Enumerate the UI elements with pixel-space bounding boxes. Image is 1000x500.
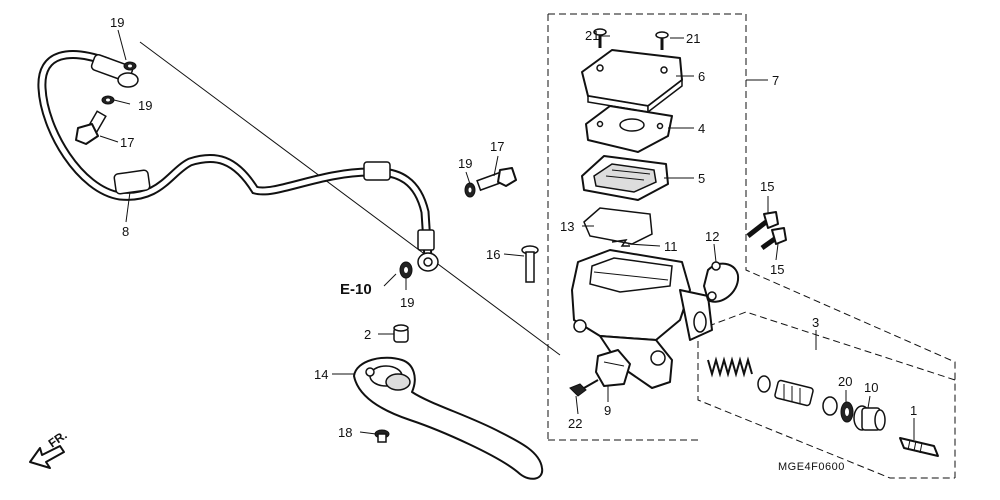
cap-screw-left — [593, 28, 607, 48]
callout-4: 4 — [698, 121, 705, 136]
callout-6: 6 — [698, 69, 705, 84]
washer-19a — [123, 61, 137, 71]
cap-screw-right — [655, 31, 669, 50]
callout-20: 20 — [838, 374, 852, 389]
callout-13: 13 — [560, 219, 574, 234]
callout-21: 21 — [585, 28, 599, 43]
callout-5: 5 — [698, 171, 705, 186]
master-cylinder-holder — [703, 261, 740, 303]
washer-19d — [399, 261, 413, 279]
callout-19: 19 — [110, 15, 124, 30]
diaphragm — [581, 155, 669, 201]
spring — [707, 356, 753, 378]
callout-15: 15 — [760, 179, 774, 194]
piston — [774, 379, 814, 407]
leader-lines — [99, 29, 915, 440]
callout-19: 19 — [400, 295, 414, 310]
callout-10: 10 — [864, 380, 878, 395]
callout-16: 16 — [486, 247, 500, 262]
clutch-switch — [595, 349, 631, 387]
forward-arrow-icon — [29, 445, 65, 469]
holder-bolt-lower — [760, 227, 787, 251]
master-cylinder-assembly-box — [547, 13, 956, 478]
washer-19b — [101, 95, 115, 105]
piston-set-box — [697, 311, 956, 479]
clutch-hose — [37, 50, 439, 272]
callout-19: 19 — [138, 98, 152, 113]
callout-14: 14 — [314, 367, 328, 382]
diaphragm-plate — [585, 105, 673, 153]
callout-17: 17 — [490, 139, 504, 154]
callout-12: 12 — [705, 229, 719, 244]
boot — [853, 405, 886, 431]
reference-line — [139, 41, 561, 356]
banjo-bolt-right — [476, 167, 517, 192]
piston-cup — [757, 375, 771, 393]
clutch-lever — [353, 356, 544, 480]
callout-17: 17 — [120, 135, 134, 150]
callout-21: 21 — [686, 31, 700, 46]
catalog-code: MGE4F0600 — [778, 461, 845, 473]
callout-8: 8 — [122, 224, 129, 239]
callout-3: 3 — [812, 315, 819, 330]
callout-19: 19 — [458, 156, 472, 171]
switch-screw — [569, 379, 599, 397]
callout-15: 15 — [770, 262, 784, 277]
piston-seal — [822, 396, 838, 416]
push-rod — [899, 437, 939, 457]
callout-2: 2 — [364, 327, 371, 342]
callout-11: 11 — [664, 239, 678, 254]
callout-1: 1 — [910, 403, 917, 418]
callout-22: 22 — [568, 416, 582, 431]
retainer-clip — [611, 239, 630, 247]
banjo-bolt-upper — [75, 110, 107, 145]
callout-9: 9 — [604, 403, 611, 418]
float-plate — [583, 207, 653, 245]
callout-7: 7 — [772, 73, 779, 88]
lever-pivot-bolt — [521, 245, 539, 283]
pivot-collar — [393, 324, 409, 343]
reservoir-cap — [581, 49, 683, 114]
reference-e10-label: E-10 — [340, 281, 372, 298]
circlip — [840, 401, 854, 423]
callouts: 19 19 17 8 19 17 19 E-10 21 21 6 7 4 5 1… — [46, 15, 918, 473]
callout-18: 18 — [338, 425, 352, 440]
forward-direction-label: FR. — [46, 428, 70, 451]
washer-19c — [464, 182, 476, 198]
holder-bolt-upper — [746, 211, 779, 238]
lever-screw — [374, 429, 390, 443]
master-cylinder-body — [571, 249, 713, 389]
